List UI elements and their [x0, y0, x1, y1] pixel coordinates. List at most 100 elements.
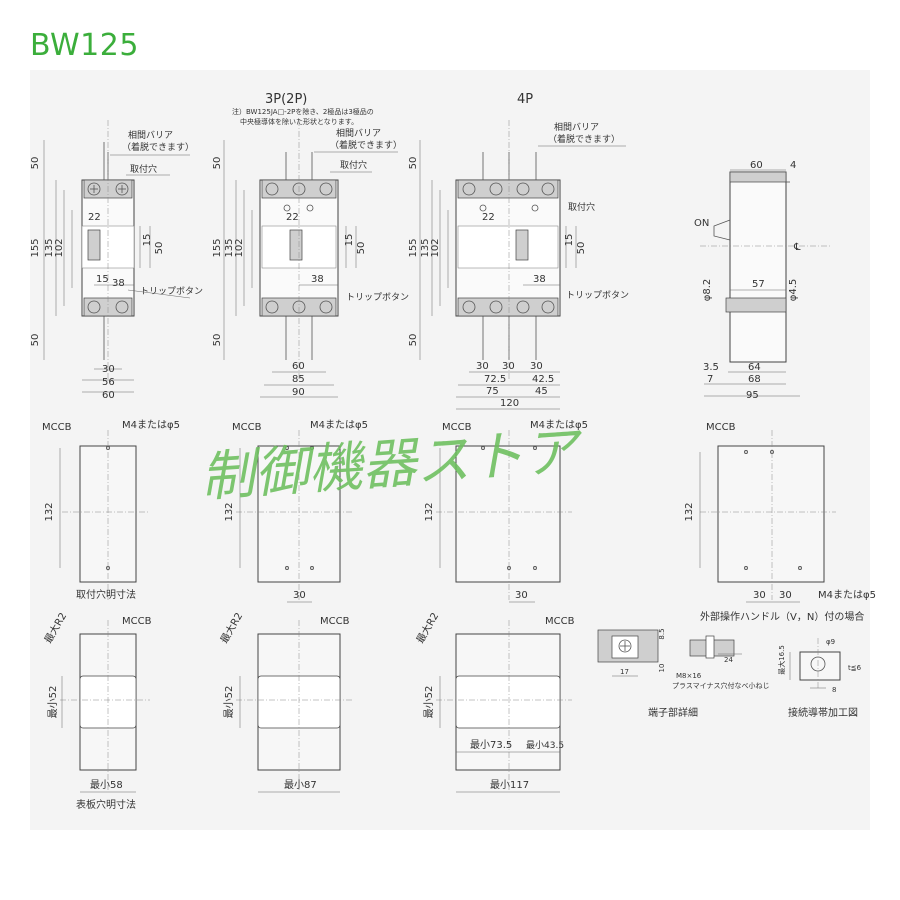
dim-2p-135: 135 [44, 238, 55, 257]
drill-2p-caption: 取付穴明寸法 [76, 588, 136, 601]
conductor-t6: t≦6 [848, 664, 862, 672]
dim-2p-50-bottom: 50 [30, 334, 41, 347]
terminal-detail [597, 629, 742, 677]
dim-side-phi4-5: φ4.5 [788, 279, 799, 302]
dim-2p-50-side: 50 [154, 242, 165, 255]
front-view-2p [81, 120, 135, 380]
drill-3p [236, 430, 352, 603]
side-cl-mark: ℄ [793, 242, 801, 253]
dim-3p-135: 135 [224, 238, 235, 257]
dim-4p-50-bottom: 50 [408, 334, 419, 347]
dim-3p-155: 155 [212, 238, 223, 257]
terminal-17: 17 [620, 668, 629, 676]
drill-4p-30: 30 [515, 590, 528, 601]
panel-4p-min117: 最小117 [490, 779, 529, 791]
dims-4p [419, 140, 577, 410]
drill-3p-30: 30 [293, 590, 306, 601]
panel-4p-min73-5: 最小73.5 [470, 739, 512, 751]
dim-2p-102: 102 [54, 238, 65, 257]
drill-2p-mccb: MCCB [42, 422, 72, 433]
drill-ext-30a: 30 [753, 590, 766, 601]
dim-side-3-5: 3.5 [703, 362, 719, 373]
dim-2p-15b: 15 [96, 274, 109, 285]
dim-side-phi8-2: φ8.2 [702, 279, 713, 302]
dim-4p-38: 38 [533, 274, 546, 285]
drill-3p-132: 132 [224, 502, 235, 521]
drill-2p-132: 132 [44, 502, 55, 521]
dim-side-95: 95 [746, 390, 759, 401]
label-trip-3p: トリップボタン [346, 292, 409, 303]
dim-4p-45: 45 [535, 386, 548, 397]
drill-ext-132: 132 [684, 502, 695, 521]
dim-4p-102: 102 [430, 238, 441, 257]
side-view [700, 171, 830, 363]
label-on: ON [694, 218, 709, 229]
drill-4p-132: 132 [424, 502, 435, 521]
drill-ext-30b: 30 [779, 590, 792, 601]
terminal-10: 10 [658, 664, 666, 673]
dim-4p-30c: 30 [530, 361, 543, 372]
dim-side-7: 7 [707, 374, 713, 385]
dim-2p-56: 56 [102, 377, 115, 388]
panel-4p-mccb: MCCB [545, 616, 575, 627]
terminal-8-5: 8.5 [658, 628, 666, 639]
terminal-24: 24 [724, 656, 733, 664]
dim-3p-15: 15 [344, 234, 355, 247]
terminal-screw-2: プラスマイナス穴付なべ小ねじ [672, 681, 770, 690]
panel-4p [436, 620, 572, 793]
drill-ext-caption: 外部操作ハンドル（V，N）付の場合 [700, 610, 864, 623]
note-line-1: 注）BW125JA□-2Pを除き、2極品は3極品の [232, 107, 374, 116]
dim-side-60: 60 [750, 160, 763, 171]
dim-side-68: 68 [748, 374, 761, 385]
panel-3p-maxr2: 最大R2 [217, 610, 245, 645]
drill-4p [436, 430, 572, 603]
label-mount-hole-4p: 取付穴 [568, 201, 595, 213]
panel-2p-maxr2: 最大R2 [41, 610, 69, 645]
conductor-16-5: 最大16.5 [777, 645, 786, 675]
dims-2p [43, 140, 151, 393]
drill-4p-m4: M4またはφ5 [530, 419, 588, 431]
panel-3p-mccb: MCCB [320, 616, 350, 627]
drill-external-handle [699, 430, 836, 603]
label-barrier-2p-1: 相間バリア [128, 129, 173, 141]
drill-4p-mccb: MCCB [442, 422, 472, 433]
dim-2p-15: 15 [142, 234, 153, 247]
dim-2p-50-top: 50 [30, 157, 41, 170]
label-barrier-3p-1: 相間バリア [336, 127, 381, 139]
panel-4p-min43-5: 最小43.5 [526, 740, 564, 751]
label-view-4p: 4P [517, 92, 533, 107]
dim-4p-22: 22 [482, 212, 495, 223]
label-mount-hole-3p: 取付穴 [340, 159, 367, 171]
dim-4p-75: 75 [486, 386, 499, 397]
dim-3p-60: 60 [292, 361, 305, 372]
dim-3p-85: 85 [292, 374, 305, 385]
dim-2p-155: 155 [30, 238, 41, 257]
label-view-3p: 3P(2P) [265, 92, 307, 107]
dim-4p-120: 120 [500, 398, 519, 409]
dim-4p-155: 155 [408, 238, 419, 257]
dim-2p-60: 60 [102, 390, 115, 401]
dim-3p-102: 102 [234, 238, 245, 257]
dim-3p-50-side: 50 [356, 242, 367, 255]
panel-2p-caption: 表板穴明寸法 [76, 798, 136, 811]
conductor-phi9: φ9 [826, 638, 835, 646]
drill-3p-mccb: MCCB [232, 422, 262, 433]
label-trip-4p: トリップボタン [566, 290, 629, 301]
terminal-screw-1: M8×16 [676, 672, 702, 680]
dim-side-64: 64 [748, 362, 761, 373]
terminal-caption: 端子部詳細 [648, 706, 698, 719]
dim-3p-50-bottom: 50 [212, 334, 223, 347]
dim-2p-22: 22 [88, 212, 101, 223]
front-view-3p [259, 120, 339, 380]
panel-2p-mccb: MCCB [122, 616, 152, 627]
label-barrier-4p-2: （着脱できます） [548, 133, 620, 145]
panel-2p-min52: 最小52 [47, 686, 59, 719]
dim-3p-38: 38 [311, 274, 324, 285]
dim-4p-50-top: 50 [408, 157, 419, 170]
drill-2p-m4: M4またはφ5 [122, 419, 180, 431]
drill-ext-mccb: MCCB [706, 422, 736, 433]
panel-2p-min58: 最小58 [90, 779, 123, 791]
dim-2p-38: 38 [112, 278, 125, 289]
dims-3p [223, 140, 357, 398]
